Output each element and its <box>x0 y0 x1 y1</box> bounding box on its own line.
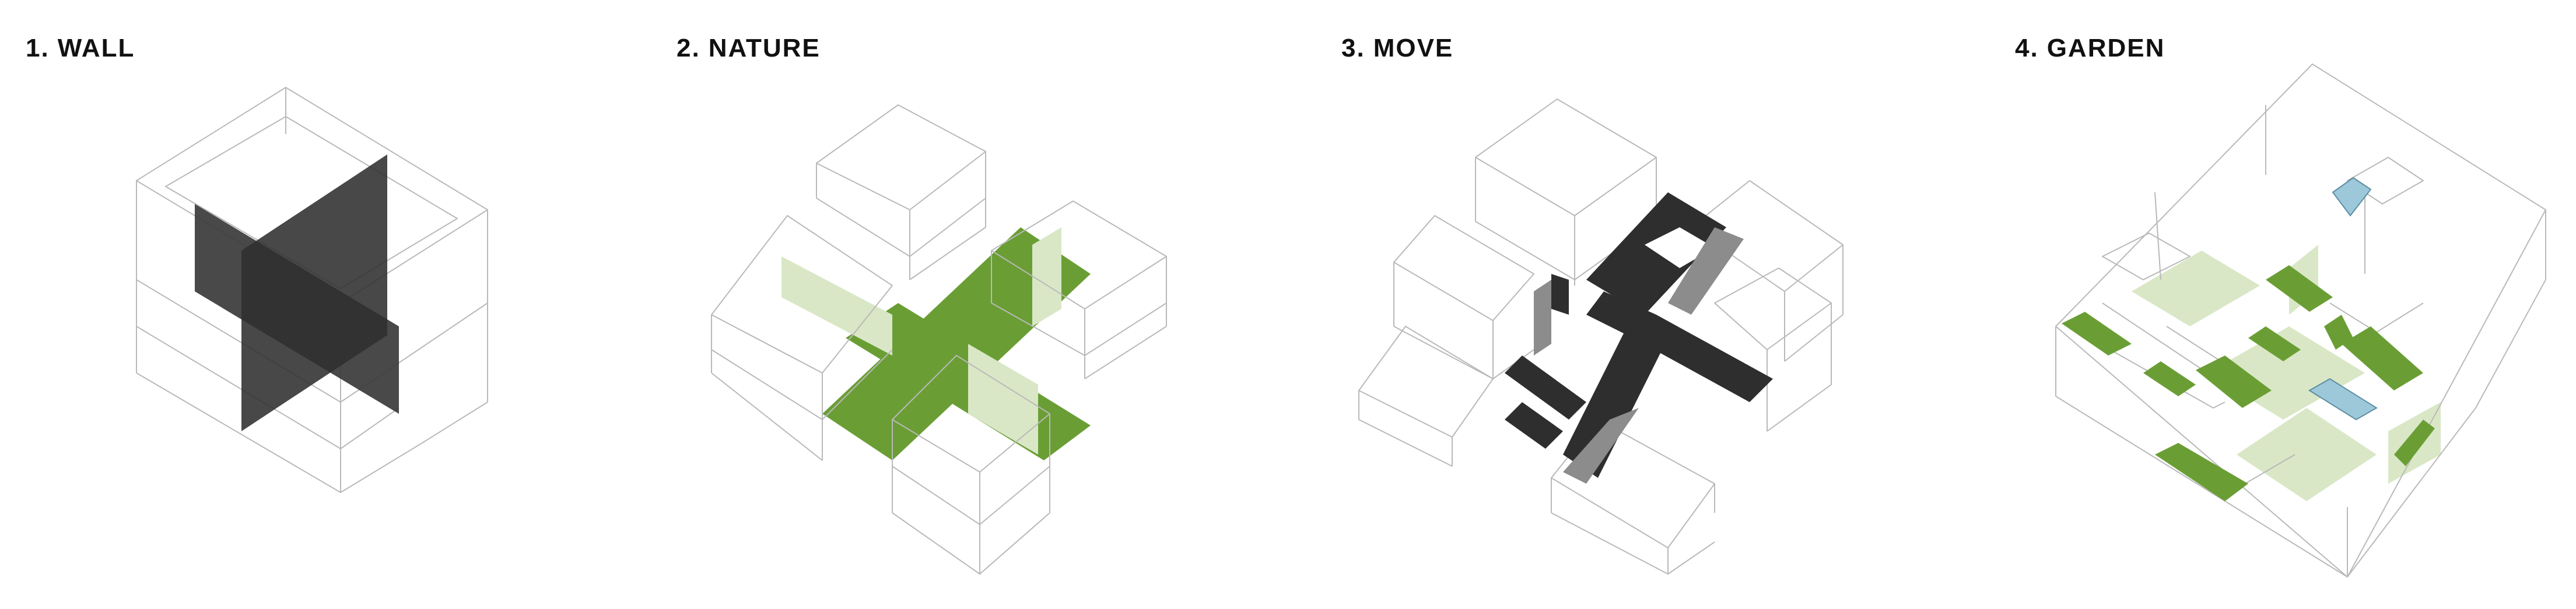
circulation-path-lower <box>1563 326 1662 478</box>
garden-light-plane-1 <box>2132 251 2260 326</box>
garden-patch-3 <box>2196 355 2272 408</box>
panel-label: WALL <box>57 34 135 62</box>
wall-volume-wireframe <box>136 87 488 493</box>
garden-volume-wireframe <box>2055 64 2546 578</box>
garden-pool-top <box>2332 177 2372 217</box>
garden-diagram <box>2055 64 2546 578</box>
circulation-path-main <box>1586 192 1726 315</box>
panel-label: GARDEN <box>2046 34 2165 62</box>
stair-left <box>1534 280 1551 355</box>
panel-title-wall: 1.WALL <box>26 34 135 63</box>
nature-light-plane-1 <box>781 256 892 355</box>
panel-wall: 1.WALL <box>26 0 609 609</box>
nature-volume-wireframes <box>711 104 1167 575</box>
panel-nature: 2. NATURE <box>677 0 1260 609</box>
panel-garden: 4.GARDEN <box>2015 0 2576 609</box>
panel-number: 2. <box>677 34 700 62</box>
panel-number: 1. <box>26 34 50 62</box>
panel-label: MOVE <box>1373 34 1454 62</box>
garden-patch-5 <box>2266 265 2333 312</box>
garden-patch-6 <box>2342 326 2423 390</box>
panel-number: 3. <box>1341 34 1365 62</box>
panel-move: 3. MOVE <box>1341 0 1925 609</box>
circulation-path-small <box>1551 274 1569 315</box>
panel-title-move: 3. MOVE <box>1341 34 1453 63</box>
circulation-path-left-1 <box>1505 355 1586 420</box>
move-diagram <box>1358 98 1843 575</box>
panel-number: 4. <box>2015 34 2039 62</box>
nature-light-plane-3 <box>968 344 1038 455</box>
move-volume-wireframes <box>1358 98 1843 575</box>
garden-patch-9 <box>2324 315 2353 350</box>
nature-light-plane-2 <box>1032 227 1061 326</box>
stair-upper <box>1668 227 1744 315</box>
panel-title-garden: 4.GARDEN <box>2015 34 2165 63</box>
wall-diagram <box>136 87 488 493</box>
garden-patch-7 <box>2155 443 2248 501</box>
nature-diagram <box>711 104 1167 575</box>
panel-title-nature: 2. NATURE <box>677 34 821 63</box>
garden-patch-4 <box>2248 326 2301 361</box>
garden-patch-2 <box>2143 361 2196 396</box>
circulation-path-left-2 <box>1505 402 1563 449</box>
panel-label: NATURE <box>708 34 821 62</box>
garden-light-plane-3 <box>2237 408 2377 501</box>
circulation-path-center <box>1586 291 1773 402</box>
wall-plane-b <box>241 154 387 431</box>
stair-lower <box>1563 408 1639 484</box>
garden-patch-1 <box>2062 312 2132 355</box>
garden-patch-8 <box>2394 420 2435 466</box>
garden-pool-mid <box>2308 378 2378 421</box>
